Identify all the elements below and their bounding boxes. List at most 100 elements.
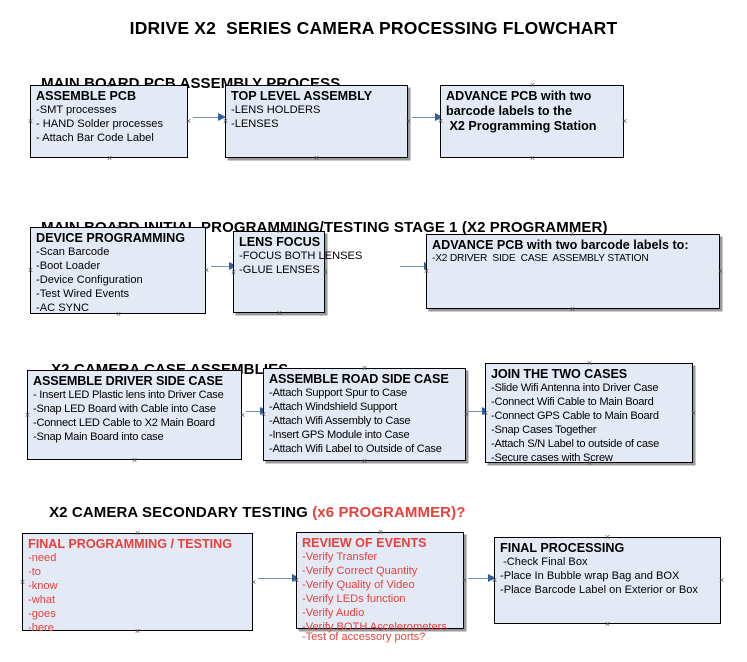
node-assemble-pcb[interactable]: ASSEMBLE PCB -SMT processes - HAND Solde…: [30, 85, 188, 158]
handle-x-mark[interactable]: [481, 409, 490, 418]
node-line: -GLUE LENSES: [239, 263, 320, 276]
handle-x-mark[interactable]: [275, 309, 284, 318]
node-line: -Test Wired Events: [36, 287, 130, 300]
node-advance-pcb-to-driver-side-case-assembly-station[interactable]: ADVANCE PCB with two barcode labels to: …: [426, 234, 720, 309]
arrow-shaft: [468, 578, 489, 580]
node-line: -here: [28, 621, 54, 634]
node-line: - HAND Solder processes: [36, 117, 164, 130]
handle-x-mark[interactable]: [133, 627, 142, 636]
node-line: -Verify BOTH Accelerometers: [302, 620, 447, 633]
node-title: ASSEMBLE ROAD SIDE CASE: [269, 372, 449, 386]
node-line: -Connect GPS Cable to Main Board: [491, 409, 659, 422]
handle-x-mark[interactable]: [105, 81, 114, 90]
node-line: -Attach Wifi Assembly to Case: [269, 414, 411, 427]
handle-x-mark[interactable]: [202, 266, 211, 275]
node-title: TOP LEVEL ASSEMBLY: [231, 89, 373, 103]
arrow-shaft: [258, 578, 293, 580]
node-line: -what: [28, 593, 56, 606]
handle-x-mark[interactable]: [114, 310, 123, 319]
node-line: -Secure cases with Screw: [491, 451, 613, 464]
section-heading-accent: (x6 PROGRAMMER)?: [312, 504, 466, 521]
section-heading-text: X2 CAMERA SECONDARY TESTING: [49, 504, 313, 521]
handle-x-mark[interactable]: [26, 266, 35, 275]
handle-x-mark[interactable]: [568, 305, 577, 314]
handle-x-mark[interactable]: [312, 154, 321, 163]
node-line: -Verify Correct Quantity: [302, 564, 418, 577]
node-advance-pcb-to-x2-programming-station[interactable]: ADVANCE PCB with two barcode labels to t…: [440, 85, 624, 158]
handle-x-mark[interactable]: [404, 117, 413, 126]
handle-x-mark[interactable]: [689, 409, 698, 418]
node-title-line: X2 Programming Station: [446, 118, 597, 133]
node-title: REVIEW OF EVENTS: [302, 536, 427, 550]
handle-x-mark[interactable]: [603, 620, 612, 629]
handle-x-mark[interactable]: [321, 268, 330, 277]
handle-x-mark[interactable]: [26, 117, 35, 126]
handle-x-mark[interactable]: [221, 117, 230, 126]
handle-x-mark[interactable]: [603, 533, 612, 542]
node-top-level-assembly[interactable]: TOP LEVEL ASSEMBLY -LENS HOLDERS -LENSES: [225, 85, 408, 158]
handle-x-mark[interactable]: [376, 625, 385, 634]
arrow-shaft: [412, 117, 436, 119]
node-review-of-events[interactable]: REVIEW OF EVENTS -Verify Transfer -Verif…: [296, 532, 464, 643]
node-line: -Snap Cases Together: [491, 423, 597, 436]
handle-x-mark[interactable]: [259, 410, 268, 419]
node-line: -X2 DRIVER SIDE CASE ASSEMBLY STATION: [432, 252, 649, 264]
node-join-the-two-cases[interactable]: JOIN THE TWO CASES -Slide Wifi Antenna i…: [485, 363, 693, 464]
handle-x-mark[interactable]: [114, 223, 123, 232]
node-line: -know: [28, 579, 58, 592]
handle-x-mark[interactable]: [462, 410, 471, 419]
node-title: ASSEMBLE DRIVER SIDE CASE: [33, 374, 223, 388]
handle-x-mark[interactable]: [105, 154, 114, 163]
handle-x-mark[interactable]: [292, 576, 301, 585]
handle-x-mark[interactable]: [18, 578, 27, 587]
handle-x-mark[interactable]: [585, 459, 594, 468]
node-title: DEVICE PROGRAMMING: [36, 231, 186, 245]
node-line: -SMT processes: [36, 103, 117, 116]
node-line: - Attach Bar Code Label: [36, 131, 154, 144]
node-line: -Attach Support Spur to Case: [269, 386, 407, 399]
handle-x-mark[interactable]: [717, 576, 726, 585]
handle-x-mark[interactable]: [460, 576, 469, 585]
node-final-processing[interactable]: FINAL PROCESSING -Check Final Box -Place…: [494, 537, 721, 624]
node-overflow-line: -Test of accessory ports?: [302, 631, 426, 643]
node-line: -Insert GPS Module into Case: [269, 428, 410, 441]
handle-x-mark[interactable]: [130, 366, 139, 375]
page-title: IDRIVE X2 SERIES CAMERA PROCESSING FLOWC…: [129, 18, 618, 38]
node-title: FINAL PROCESSING: [500, 541, 625, 555]
handle-x-mark[interactable]: [528, 81, 537, 90]
handle-x-mark[interactable]: [312, 81, 321, 90]
handle-x-mark[interactable]: [275, 227, 284, 236]
handle-x-mark[interactable]: [360, 364, 369, 373]
handle-x-mark[interactable]: [716, 267, 725, 276]
node-device-programming[interactable]: DEVICE PROGRAMMING -Scan Barcode -Boot L…: [30, 227, 206, 314]
node-line: - Insert LED Plastic lens into Driver Ca…: [33, 388, 224, 401]
handle-x-mark[interactable]: [585, 359, 594, 368]
handle-x-mark[interactable]: [436, 117, 445, 126]
handle-x-mark[interactable]: [376, 528, 385, 537]
handle-x-mark[interactable]: [568, 230, 577, 239]
node-line: -Device Configuration: [36, 273, 143, 286]
handle-x-mark[interactable]: [360, 457, 369, 466]
node-line: -AC SYNC: [36, 301, 90, 314]
node-line: -LENS HOLDERS: [231, 103, 321, 116]
node-final-programming-testing[interactable]: FINAL PROGRAMMING / TESTING -need -to -k…: [22, 533, 253, 634]
node-assemble-driver-side-case[interactable]: ASSEMBLE DRIVER SIDE CASE - Insert LED P…: [27, 370, 242, 460]
handle-x-mark[interactable]: [23, 411, 32, 420]
handle-x-mark[interactable]: [133, 529, 142, 538]
node-lens-focus[interactable]: LENS FOCUS -FOCUS BOTH LENSES -GLUE LENS…: [233, 231, 363, 313]
handle-x-mark[interactable]: [130, 456, 139, 465]
handle-x-mark[interactable]: [528, 154, 537, 163]
handle-x-mark[interactable]: [422, 267, 431, 276]
handle-x-mark[interactable]: [620, 117, 629, 126]
node-assemble-road-side-case[interactable]: ASSEMBLE ROAD SIDE CASE -Attach Support …: [263, 368, 466, 461]
handle-x-mark[interactable]: [490, 576, 499, 585]
node-line: -to: [28, 565, 41, 578]
handle-x-mark[interactable]: [229, 268, 238, 277]
handle-x-mark[interactable]: [249, 578, 258, 587]
arrow-shaft: [211, 266, 230, 268]
node-line: -FOCUS BOTH LENSES: [239, 249, 363, 262]
handle-x-mark[interactable]: [238, 411, 247, 420]
handle-x-mark[interactable]: [184, 117, 193, 126]
node-line: -Verify Quality of Video: [302, 578, 415, 591]
